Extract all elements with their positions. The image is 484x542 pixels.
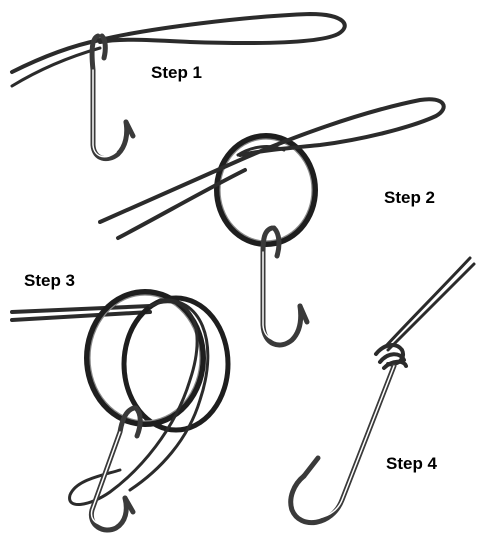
step-4-label: Step 4 xyxy=(386,454,437,474)
step-2-label: Step 2 xyxy=(384,188,435,208)
step-3-hook-icon xyxy=(91,408,140,530)
step-3-line xyxy=(12,306,150,320)
step-1-label: Step 1 xyxy=(151,63,202,83)
step-4-line xyxy=(386,258,474,350)
step-3-label: Step 3 xyxy=(24,271,75,291)
step-3-illustration xyxy=(12,292,228,530)
step-4-illustration xyxy=(291,258,474,523)
step-4-hook-icon xyxy=(291,366,394,523)
step-1-hook-icon xyxy=(92,36,133,159)
step-2-line-loop xyxy=(100,99,444,238)
